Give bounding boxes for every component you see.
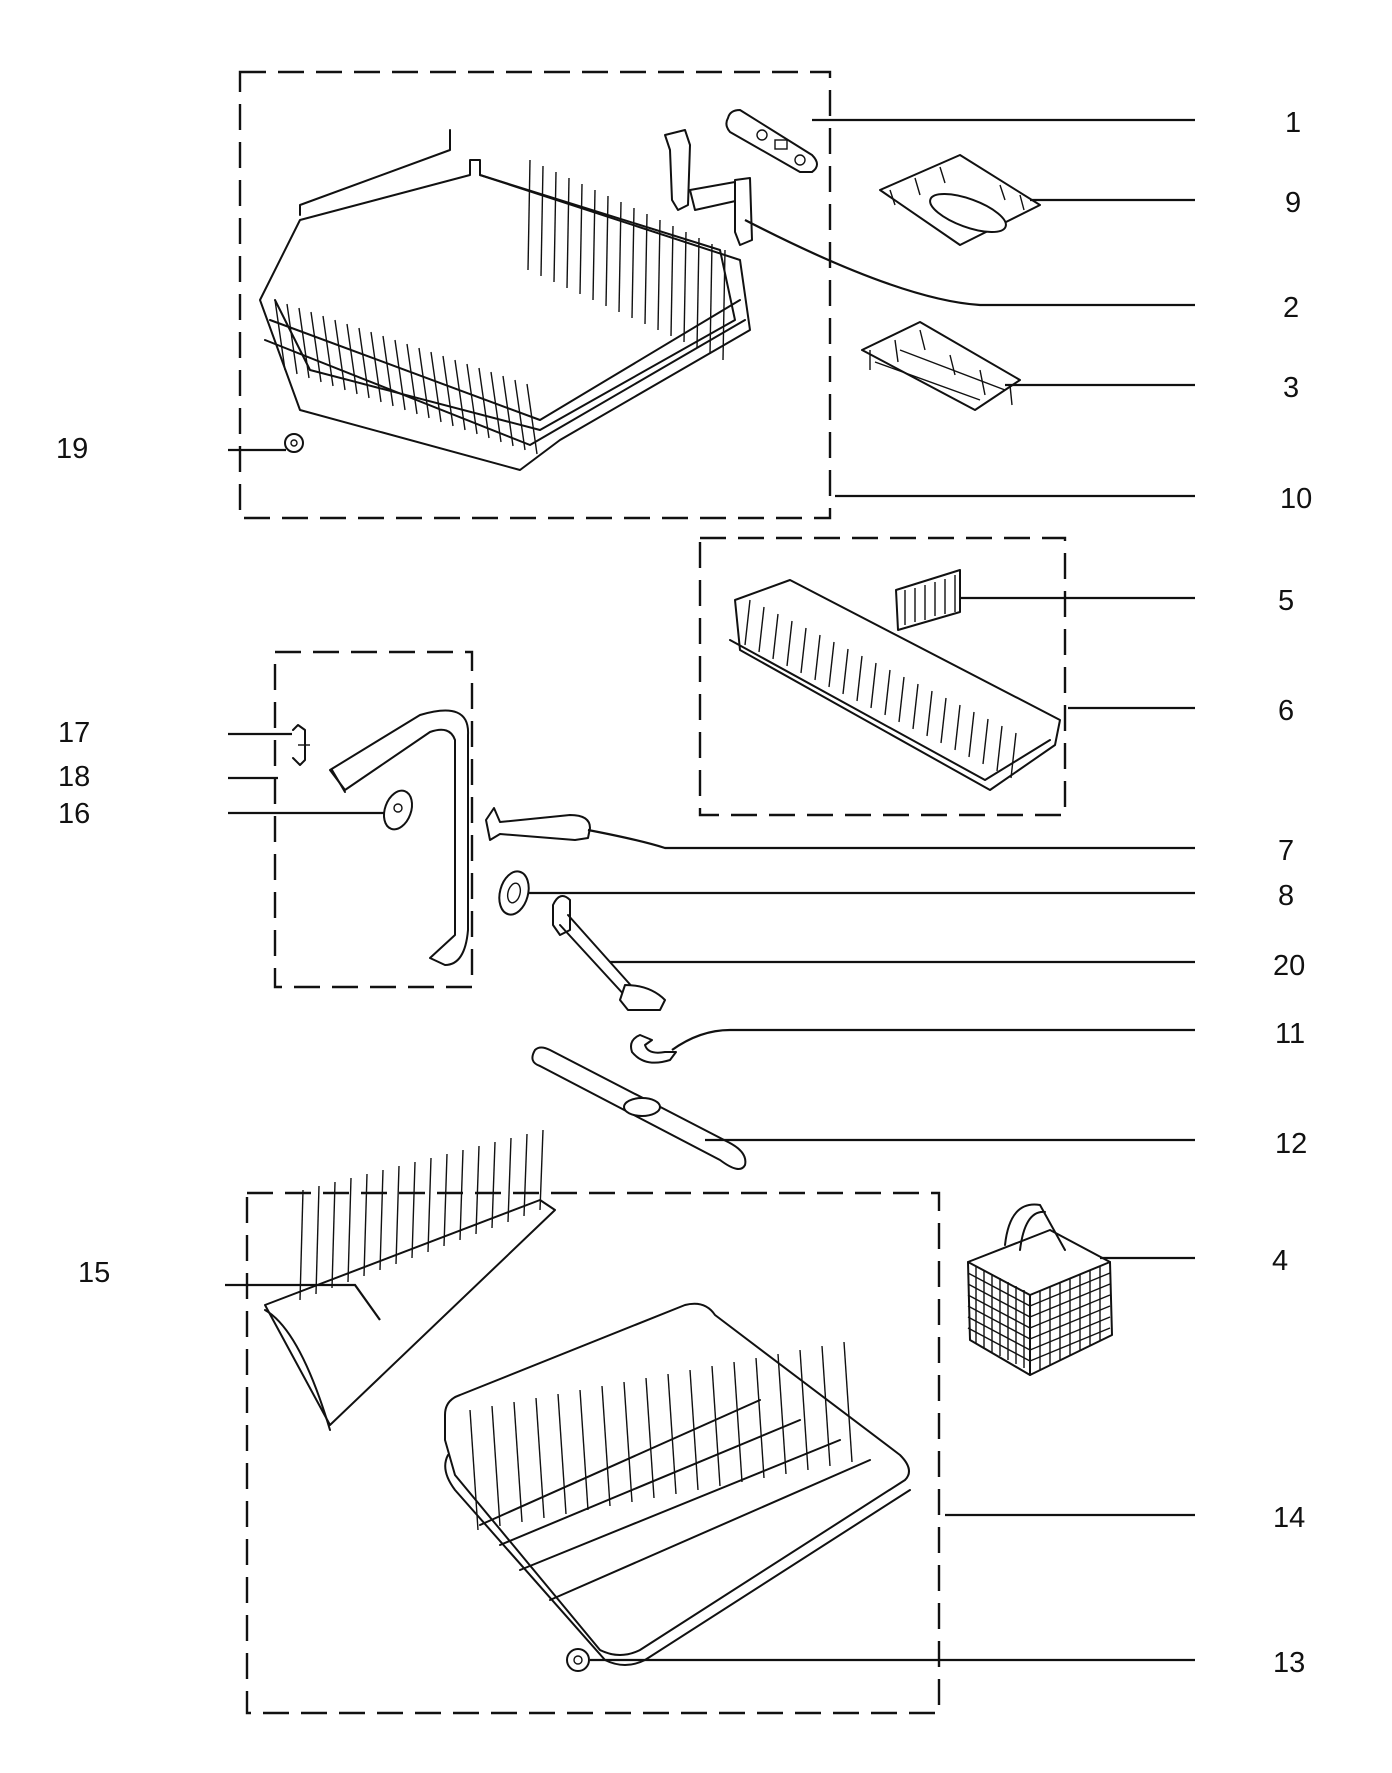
part-12-spray-arm xyxy=(531,1046,747,1170)
callout-12: 12 xyxy=(1275,1128,1307,1160)
callout-2: 2 xyxy=(1283,292,1299,324)
leader-15 xyxy=(225,1283,381,1321)
lower-rack-group-box xyxy=(245,1191,941,1715)
callout-4: 4 xyxy=(1272,1245,1288,1277)
leader-7 xyxy=(587,828,1195,850)
part-3-cup-shelf xyxy=(861,321,1021,411)
callout-16: 16 xyxy=(58,798,90,830)
spray-pipe-group-box xyxy=(273,650,474,989)
callout-3: 3 xyxy=(1283,372,1299,404)
part-13-wheel xyxy=(566,1648,590,1672)
part-8-seal xyxy=(498,870,530,916)
callout-20: 20 xyxy=(1273,950,1305,982)
part-17-clip xyxy=(292,724,310,766)
part-2-clip xyxy=(664,129,753,246)
callout-13: 13 xyxy=(1273,1647,1305,1679)
leader-2 xyxy=(744,219,1195,307)
leader-11 xyxy=(671,1028,1195,1051)
part-15-fold-tines xyxy=(264,1129,556,1431)
callout-15: 15 xyxy=(78,1257,110,1289)
part-5-divider xyxy=(895,569,961,631)
lower-rack xyxy=(444,1302,911,1666)
callout-1: 1 xyxy=(1285,107,1301,139)
callout-9: 9 xyxy=(1285,187,1301,219)
callout-7: 7 xyxy=(1278,835,1294,867)
part-spray-pipe xyxy=(329,709,470,966)
part-1-bracket xyxy=(725,109,818,173)
part-19-wheel xyxy=(284,433,304,453)
upper-rack-group-box xyxy=(238,70,832,520)
part-16-gasket xyxy=(382,789,414,831)
callout-19: 19 xyxy=(56,433,88,465)
callout-8: 8 xyxy=(1278,880,1294,912)
cutlery-tray xyxy=(729,579,1061,791)
callout-10: 10 xyxy=(1280,483,1312,515)
part-9-cup-shelf xyxy=(879,154,1041,246)
callout-18: 18 xyxy=(58,761,90,793)
part-7-connector xyxy=(485,807,591,841)
callout-17: 17 xyxy=(58,717,90,749)
part-4-cutlery-basket xyxy=(967,1203,1113,1376)
callout-11: 11 xyxy=(1275,1018,1305,1050)
callout-6: 6 xyxy=(1278,695,1294,727)
part-11-c-clip xyxy=(630,1034,677,1064)
upper-rack xyxy=(259,129,751,471)
part-20-support xyxy=(552,895,666,1011)
cutlery-tray-group-box xyxy=(698,536,1067,817)
callout-5: 5 xyxy=(1278,585,1294,617)
callout-14: 14 xyxy=(1273,1502,1305,1534)
